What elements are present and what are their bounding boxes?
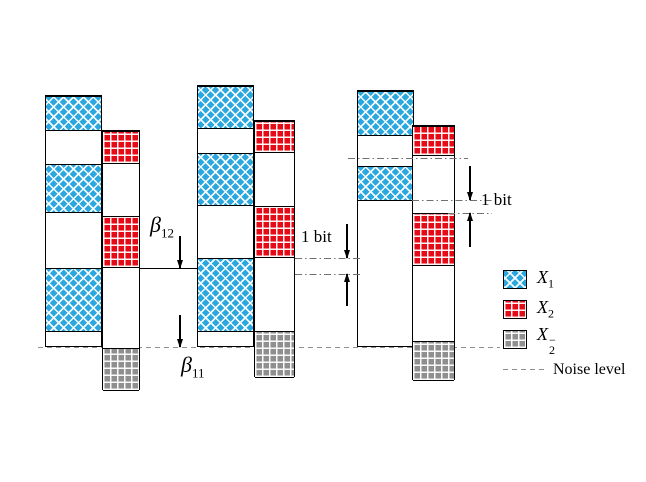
x1-segment: [46, 96, 101, 131]
beta12-level-line: [140, 268, 198, 270]
x1-segment: [358, 91, 413, 136]
x2-segment: [255, 206, 294, 258]
beta12-label: β12: [150, 212, 174, 241]
noise-level-line-sample: [503, 368, 545, 371]
group2-x1-bar: [197, 85, 254, 347]
beta12-subscript: 12: [160, 225, 174, 241]
x2-segment: [103, 131, 139, 164]
arrowhead-up: [344, 273, 351, 282]
arrowhead-down: [177, 260, 184, 269]
x1-segment: [198, 86, 253, 129]
x1-pattern-swatch: [503, 270, 527, 289]
arrowhead-up: [467, 212, 474, 221]
one-bit-label-middle: 1 bit: [301, 227, 332, 246]
arrowhead-down: [177, 339, 184, 348]
legend-label-x2: X2: [537, 297, 554, 322]
legend-label-noise-level: Noise level: [553, 360, 626, 378]
x-symbol: X: [537, 297, 548, 318]
mid-1bit-lower-arrow: [344, 273, 351, 306]
beta-symbol: β: [181, 352, 192, 377]
group3-x2-bar: [412, 125, 455, 381]
right-1bit-upper-line: [412, 200, 492, 202]
mid-1bit-upper-arrow: [344, 224, 351, 259]
one-bit-label-right: 1 bit: [481, 190, 512, 209]
x1-segment: [46, 268, 101, 332]
mid-1bit-upper-line: [295, 258, 363, 260]
x-symbol: X: [537, 323, 548, 344]
beta-symbol: β: [150, 212, 161, 237]
x2neg-superscript: −: [549, 332, 556, 347]
group3-x1-bar: [357, 90, 414, 347]
legend-item-x1: X1: [503, 267, 625, 292]
mid-1bit-lower-line: [295, 274, 363, 276]
x2-pattern-swatch: [503, 300, 527, 319]
legend-label-x2neg: X−2: [537, 323, 556, 357]
arrowhead-down: [467, 192, 474, 201]
x2-subscript: 2: [548, 306, 554, 321]
legend-item-x2: X2: [503, 297, 625, 322]
x2neg-subscript: 2: [549, 343, 555, 357]
legend-label-x1: X1: [537, 267, 554, 292]
arrowhead-down: [344, 250, 351, 259]
beta11-arrow: [177, 315, 184, 348]
legend-item-x2neg: X−2: [503, 324, 625, 356]
right-upper-guide-line: [348, 158, 468, 160]
x1-segment: [46, 164, 101, 213]
x2-segment: [103, 216, 139, 268]
x1-segment: [198, 153, 253, 206]
beta11-subscript: 11: [191, 365, 205, 381]
group1-x1-bar: [45, 95, 102, 347]
x2neg-script: −2: [549, 332, 556, 357]
right-1bit-upper-arrow: [467, 166, 474, 201]
legend: X1 X2 X−2 Noise level: [503, 267, 625, 390]
x2neg-segment: [255, 331, 294, 378]
x2neg-segment: [103, 348, 139, 391]
group2-x2-bar: [254, 120, 295, 378]
x1-segment: [358, 166, 413, 201]
x-symbol: X: [537, 267, 548, 288]
x2neg-segment: [413, 341, 454, 381]
x2-segment: [413, 213, 454, 266]
x1-segment: [198, 258, 253, 332]
beta12-arrow: [177, 236, 184, 269]
right-1bit-lower-arrow: [467, 212, 474, 247]
legend-item-noise-level: Noise level: [503, 360, 625, 379]
group1-x2-bar: [102, 130, 140, 391]
x2-segment: [413, 126, 454, 156]
x2neg-pattern-swatch: [503, 330, 527, 349]
beta11-label: β11: [181, 352, 205, 381]
x1-subscript: 1: [548, 276, 554, 291]
x2-segment: [255, 121, 294, 153]
